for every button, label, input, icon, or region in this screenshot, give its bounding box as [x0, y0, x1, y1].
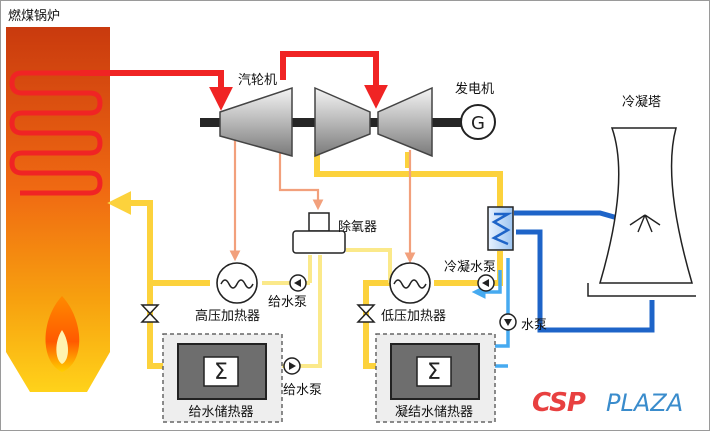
boiler-label: 燃煤锅炉	[8, 8, 60, 24]
valve-lp	[356, 304, 376, 323]
lp-turbine-casing-right	[377, 86, 433, 158]
cooling-tower	[587, 127, 696, 297]
lp-turbine-casing-left	[314, 86, 371, 158]
cooling-return-line	[516, 229, 655, 333]
feedwater-storage: Σ 给水储热器	[162, 333, 283, 423]
boiler	[6, 27, 110, 392]
reheat-steam-line	[280, 51, 388, 109]
feed-pump-1	[289, 274, 307, 292]
sigma-icon: Σ	[214, 360, 228, 385]
lp-heater	[389, 262, 431, 304]
extraction-lines	[229, 140, 416, 264]
exhaust-line	[314, 152, 503, 209]
feed-pump-2	[283, 357, 301, 375]
pump-arrow-icon	[482, 279, 489, 287]
deaerator-dome	[308, 212, 330, 232]
lp-heater-coil-icon	[393, 279, 427, 289]
hp-turbine-casing	[219, 86, 293, 157]
pump-arrow-icon	[289, 362, 296, 370]
pump-arrow-icon	[504, 319, 512, 326]
watermark-logo-plaza: PLAZA	[606, 389, 683, 417]
hp-heater	[216, 262, 258, 304]
feed-pump-2-label: 给水泵	[283, 383, 322, 398]
cooling-tower-body	[599, 127, 693, 284]
condensate-storage-label: 凝结水储热器	[395, 404, 473, 420]
water-pump	[499, 313, 517, 331]
deaerator	[292, 212, 346, 254]
deaerator-extraction	[278, 150, 324, 211]
valve-hp	[140, 304, 160, 323]
cooling-tower-label: 冷凝塔	[622, 94, 661, 110]
storage-icon-box	[416, 356, 452, 387]
lp-to-deaerator-line	[346, 248, 392, 283]
watermark-logo-csp: CSP	[532, 388, 586, 418]
water-pump-label: 水泵	[521, 318, 547, 333]
condensate-pump-line	[471, 270, 502, 299]
condensate-pump	[477, 274, 495, 292]
turbine	[200, 86, 465, 158]
condenser-coil-icon	[491, 212, 513, 246]
valve-icon	[140, 304, 160, 323]
steam-lines	[80, 51, 388, 111]
lp-heater-label: 低压加热器	[381, 309, 446, 324]
generator: G	[460, 104, 496, 140]
main-steam-line	[80, 70, 233, 111]
turbine-label: 汽轮机	[238, 73, 277, 88]
hp-heater-label: 高压加热器	[195, 308, 260, 324]
boiler-coil	[9, 70, 103, 196]
deaerator-tank	[292, 230, 346, 254]
hp-heater-coil-icon	[220, 279, 254, 289]
generator-icon	[460, 104, 496, 140]
watermark-logo: CSP PLAZA	[532, 388, 683, 418]
spray-nozzle-icon	[629, 214, 661, 233]
boiler-body	[6, 27, 110, 392]
storage-icon-box	[203, 356, 239, 387]
sigma-icon: Σ	[427, 360, 441, 385]
condenser	[487, 206, 514, 251]
generator-label: 发电机	[455, 81, 494, 97]
feed-pump-1-label: 给水泵	[268, 295, 307, 310]
pump-arrow-icon	[294, 279, 301, 287]
cooling-basin	[587, 283, 696, 297]
valve-icon	[356, 304, 376, 323]
feedwater-storage-label: 给水储热器	[188, 405, 253, 420]
deaerator-label: 除氧器	[338, 220, 377, 235]
condensate-pump-label: 冷凝水泵	[444, 259, 496, 275]
generator-symbol: G	[471, 113, 485, 134]
hp-to-boiler-line	[107, 191, 210, 286]
condensate-storage: Σ 凝结水储热器	[375, 333, 496, 423]
labels: 燃煤锅炉 汽轮机 发电机 冷凝塔 除氧器 高压加热器 低压加热器 给水泵 给水泵…	[8, 8, 661, 398]
flame-core-icon	[56, 330, 68, 364]
